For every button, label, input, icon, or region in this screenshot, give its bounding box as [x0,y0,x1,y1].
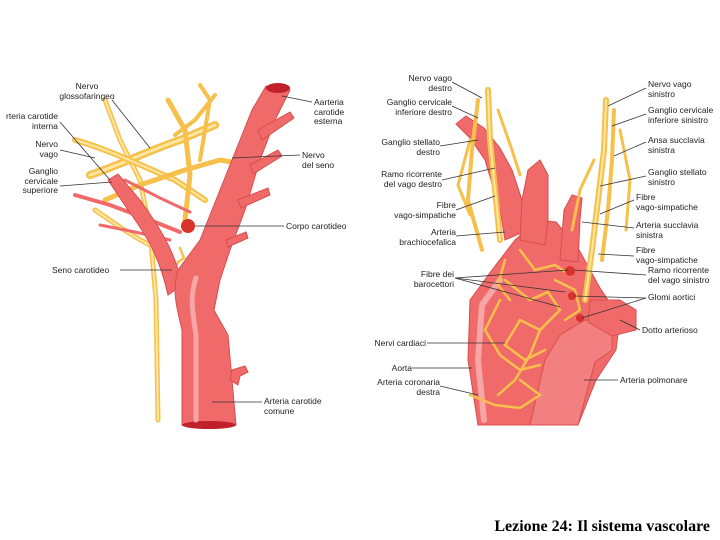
aortic-glomi [565,266,584,322]
label-fibre-vago-simpatiche-right-1: Fibre vago-simpatiche [636,192,698,212]
heart-highlight [474,277,503,423]
common-carotid [174,85,291,426]
label-arteria-polmonare: Arteria polmonare [620,375,688,385]
cardiac-plexus [468,248,582,410]
label-nervo-vago-destro: Nervo vago destro [408,73,452,93]
label-fibre-barocettori: Fibre dei barocettori [413,269,454,289]
common-carotid-cut [182,421,236,429]
label-dotto-arterioso: Dotto arterioso [642,325,698,335]
label-ganglio-stellato-destro: Ganglio stellato destro [381,137,440,157]
ductus-arteriosus [587,299,637,337]
trunk-highlight [189,275,199,423]
external-carotid-cut [266,83,290,93]
label-fibre-vago-simpatiche-left: Fibre vago-simpatiche [394,200,456,220]
label-seno-carotideo: Seno carotideo [52,265,110,275]
label-arteria-carotide-esterna: Aarteria carotide esterna [314,97,345,126]
label-arteria-brachiocefalica: Arteria brachiocefalica [399,227,456,247]
label-nervo-del-seno: Nervo del seno [302,150,335,170]
label-fibre-vago-simpatiche-right-2: Fibre vago-simpatiche [636,245,698,265]
label-arteria-carotide-interna: rteria carotide interna [6,111,58,131]
left-nerves [72,83,253,423]
right-nerves [456,87,632,303]
label-ganglio-cervicale-inferiore-sinistro: Ganglio cervicale inferiore sinistro [648,105,714,125]
label-ganglio-cervicale-superiore: Ganglio cervicale superiore [22,166,58,195]
internal-carotid [107,173,183,296]
label-arteria-carotide-comune: Arteria carotide comune [264,396,322,416]
aortic-arch [519,159,549,246]
leader-lines [59,81,647,403]
label-corpo-carotideo: Corpo carotideo [286,221,347,231]
carotid-body [181,219,195,233]
label-nervo-vago-sinistro: Nervo vago sinistro [648,79,692,99]
label-ganglio-cervicale-inferiore-destro: Ganglio cervicale inferiore destro [386,97,452,117]
label-nervo-vago: Nervo vago [35,139,58,159]
heart-panel [455,87,637,426]
label-ramo-ricorrente-destro: Ramo ricorrente del vago destro [381,169,442,189]
slide-caption: Lezione 24: Il sistema vascolare [494,518,710,535]
label-nervi-cardiaci: Nervi cardiaci [374,338,427,348]
label-nervo-glossofaringeo: Nervo glossofaringeo [59,81,115,101]
label-arteria-coronaria-destra: Arteria coronaria destra [377,377,440,397]
label-ramo-ricorrente-sinistro: Ramo ricorrente del vago sinistro [648,265,710,285]
carotid-panel [72,83,295,429]
label-ansa-succlavia-sinistra: Ansa succlavia sinistra [648,135,705,155]
label-ganglio-stellato-sinistro: Ganglio stellato sinistro [648,167,707,187]
label-arteria-succlavia-sinistra: Arteria succlavia sinistra [636,220,699,240]
label-glomi-aortici: Glomi aortici [648,292,696,302]
label-aorta: Aorta [391,363,412,373]
